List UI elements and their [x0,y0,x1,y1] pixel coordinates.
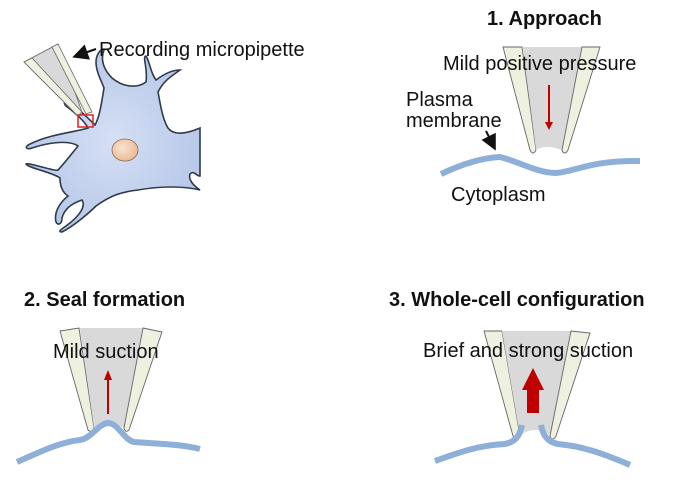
positive-pressure-arrowhead [545,122,553,130]
nucleus [111,138,139,162]
pipette-pointer-arrow [72,44,97,60]
step-seal-formation: 2. Seal formation Mild suction [15,289,201,465]
step-whole-cell: 3. Whole-cell configuration Brief and st… [389,289,645,468]
pipette-step1 [502,46,601,154]
mild-suction-arrowhead [104,370,112,380]
step-approach: 1. Approach Mild positive pressure Plasm… [406,8,641,206]
step3-title: 3. Whole-cell configuration [389,289,645,311]
ruptured-membrane-right [538,424,632,468]
pipette-label: Recording micropipette [99,39,305,61]
step2-pressure-label: Mild suction [53,341,159,363]
plasma-membrane [439,153,641,177]
pipette-overview [23,43,93,117]
pipette-step2 [59,327,163,432]
membrane-pointer-arrow [481,130,496,151]
step1-title: 1. Approach [487,8,602,30]
strong-suction-arrowhead [522,368,544,390]
step2-title: 2. Seal formation [24,289,185,311]
cytoplasm-label: Cytoplasm [451,184,545,206]
step3-pressure-label: Brief and strong suction [423,340,633,362]
step1-pressure-label: Mild positive pressure [443,53,636,75]
neuron-cell-body [25,48,201,233]
plasma-membrane-label-2: membrane [406,110,502,132]
recording-site-highlight [77,114,94,128]
sealed-membrane [15,419,201,465]
plasma-membrane-label-1: Plasma [406,89,474,111]
strong-suction-arrow-shaft [527,389,539,413]
ruptured-membrane-left [433,424,525,464]
neuron-overview: Recording micropipette [23,39,305,233]
